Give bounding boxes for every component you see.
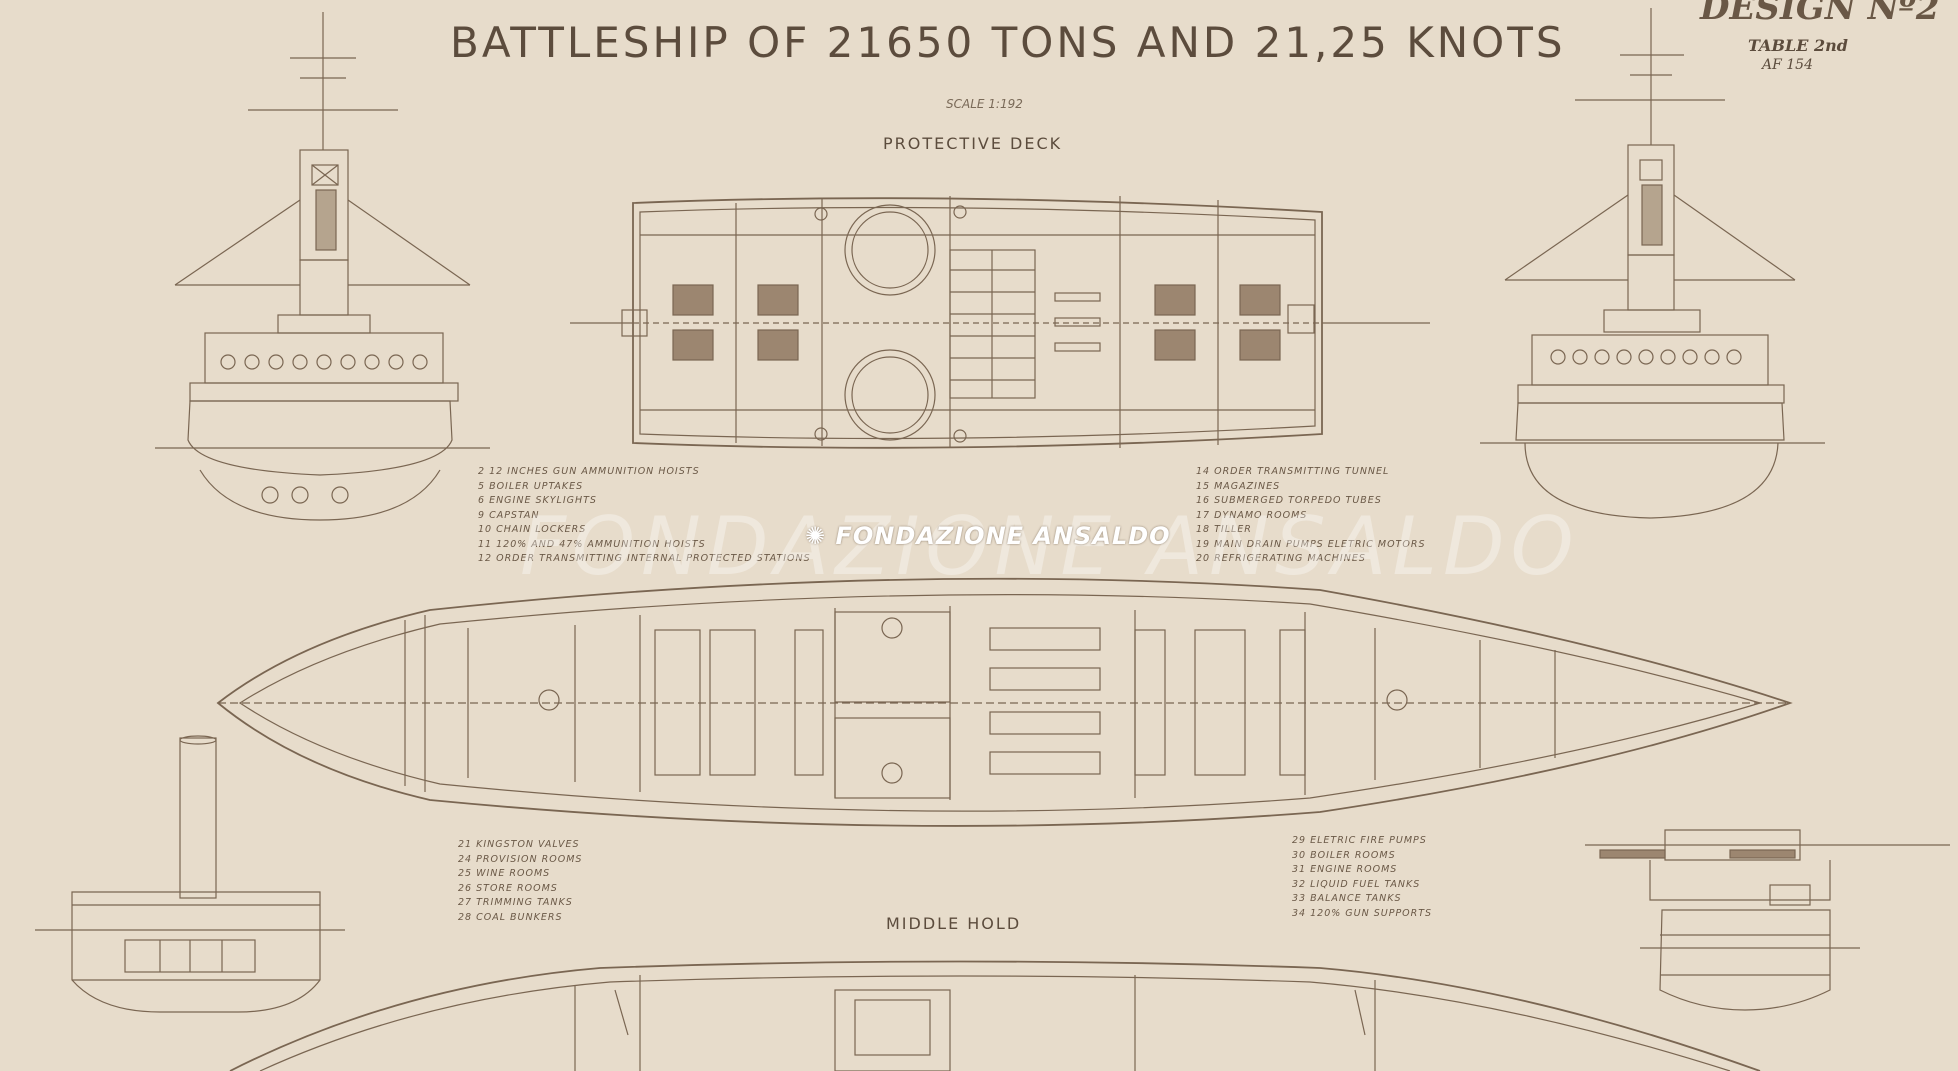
legend-item: 12 ORDER TRANSMITTING INTERNAL PROTECTED… — [478, 553, 811, 564]
legend-item: 11 120% AND 47% AMMUNITION HOISTS — [478, 538, 706, 550]
legend-item: 29 ELETRIC FIRE PUMPS — [1292, 835, 1427, 846]
legend-item: 15 MAGAZINES — [1196, 480, 1281, 492]
legend-item: 28 COAL BUNKERS — [458, 911, 563, 923]
legend-item: 30 BOILER ROOMS — [1292, 849, 1396, 861]
legend-item: 19 MAIN DRAIN PUMPS ELETRIC MOTORS — [1196, 538, 1426, 550]
legend-item: 32 LIQUID FUEL TANKS — [1292, 878, 1421, 890]
middle-hold-plan — [229, 960, 1761, 1071]
page-title: BATTLESHIP OF 21650 TONS AND 21,25 KNOTS — [450, 18, 1566, 67]
right-cross-section — [1585, 829, 1950, 1011]
left-cross-section — [35, 735, 345, 1013]
legend-item: 14 ORDER TRANSMITTING TUNNEL — [1196, 466, 1390, 477]
table-label: TABLE 2nd — [1748, 36, 1848, 55]
legend-item: 26 STORE ROOMS — [458, 882, 558, 894]
legend-item: 24 PROVISION ROOMS — [458, 853, 583, 865]
propeller-logo-icon: ✺ — [805, 522, 836, 550]
legend-item: 27 TRIMMING TANKS — [458, 897, 573, 908]
watermark: ✺ FONDAZIONE ANSALDO — [805, 522, 1171, 550]
legend-item: 34 120% GUN SUPPORTS — [1292, 907, 1433, 919]
middle-hold-title: MIDDLE HOLD — [886, 914, 1022, 933]
legend-upper-left: 2 12 INCHES GUN AMMUNITION HOISTS 5 BOIL… — [478, 465, 811, 567]
legend-item: 18 TILLER — [1196, 524, 1252, 535]
legend-item: 31 ENGINE ROOMS — [1292, 864, 1398, 875]
legend-item: 9 CAPSTAN — [478, 509, 540, 521]
table-code: AF 154 — [1762, 57, 1813, 73]
legend-item: 25 WINE ROOMS — [458, 868, 551, 879]
legend-item: 16 SUBMERGED TORPEDO TUBES — [1196, 495, 1382, 506]
protective-deck-title: PROTECTIVE DECK — [883, 134, 1063, 153]
legend-item: 2 12 INCHES GUN AMMUNITION HOISTS — [478, 466, 700, 477]
legend-lower-left: 21 KINGSTON VALVES 24 PROVISION ROOMS 25… — [458, 838, 582, 925]
legend-item: 6 ENGINE SKYLIGHTS — [478, 495, 597, 506]
legend-item: 33 BALANCE TANKS — [1292, 893, 1402, 904]
watermark-background: FONDAZIONE ANSALDO — [520, 500, 1580, 593]
watermark-text: FONDAZIONE ANSALDO — [835, 522, 1171, 550]
legend-item: 5 BOILER UPTAKES — [478, 480, 584, 492]
design-label: DESIGN Nº2 — [1700, 0, 1940, 28]
legend-item: 10 CHAIN LOCKERS — [478, 524, 587, 535]
legend-item: 17 DYNAMO ROOMS — [1196, 509, 1308, 521]
lower-deck-plan — [216, 577, 1793, 827]
protective-deck-plan — [570, 196, 1430, 449]
legend-item: 21 KINGSTON VALVES — [458, 839, 580, 850]
legend-item: 20 REFRIGERATING MACHINES — [1196, 553, 1366, 564]
left-front-elevation — [155, 12, 490, 521]
legend-lower-right: 29 ELETRIC FIRE PUMPS 30 BOILER ROOMS 31… — [1292, 834, 1432, 921]
scale-label: SCALE 1:192 — [946, 97, 1023, 111]
legend-upper-right: 14 ORDER TRANSMITTING TUNNEL 15 MAGAZINE… — [1196, 465, 1425, 567]
right-rear-elevation — [1480, 8, 1825, 519]
